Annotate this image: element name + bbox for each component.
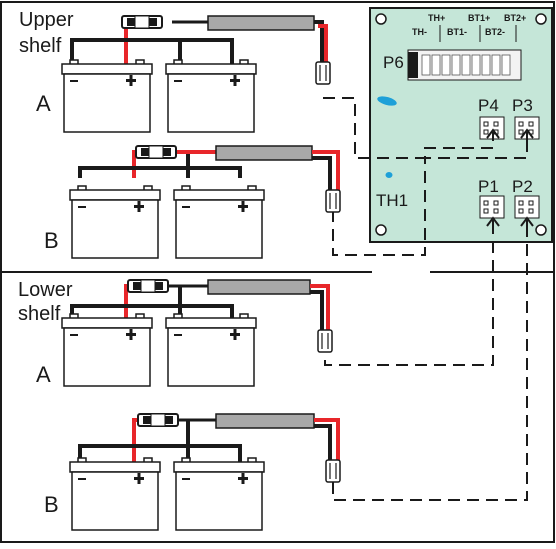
pin-th-plus-label: TH+: [428, 13, 445, 23]
blue-component: [377, 96, 397, 106]
upper-shelf-label-line2: shelf: [19, 35, 62, 57]
group-label-upper-a: A: [36, 91, 51, 116]
p2-label: P2: [512, 177, 533, 196]
lower-shelf-label-line1: Lower: [18, 279, 73, 301]
mount-hole-tl: [375, 13, 387, 25]
lower-shelf-label-line2: shelf: [18, 303, 61, 325]
pin-th-minus-label: TH-: [412, 27, 427, 37]
dashed-cables: [323, 97, 528, 501]
lower-shelf-b: [69, 413, 341, 531]
p4-label: P4: [478, 96, 499, 115]
battery-upper-b2: [173, 185, 265, 259]
p6-label: P6: [383, 53, 404, 72]
mount-hole-bl: [375, 224, 387, 236]
group-label-lower-b: B: [44, 492, 59, 517]
p3-label: P3: [512, 96, 533, 115]
pin-bt1-minus-label: BT1-: [447, 27, 467, 37]
battery-lower-b2: [173, 457, 265, 531]
upper-shelf-label-line1: Upper: [19, 9, 74, 31]
upper-shelf-b: [69, 145, 341, 259]
arrow-p2: [520, 216, 534, 228]
battery-upper-a2: [165, 59, 257, 133]
pin-bt1-plus-label: BT1+: [468, 13, 490, 23]
th1-sensor: [385, 172, 393, 178]
battery-lower-a1: [61, 313, 153, 387]
pin-bt2-minus-label: BT2-: [485, 27, 505, 37]
cable-lower-a: [324, 218, 494, 366]
mount-hole-br: [535, 224, 547, 236]
group-label-upper-b: B: [44, 228, 59, 253]
mount-hole-tr: [535, 13, 547, 25]
upper-shelf-a: [61, 15, 331, 133]
arrow-p1: [486, 216, 500, 228]
arrow-p4: [486, 128, 500, 140]
cable-lower-b: [332, 218, 528, 501]
p6-connector: [407, 49, 522, 81]
lower-shelf-a: [61, 279, 333, 387]
group-label-lower-a: A: [36, 362, 51, 387]
battery-lower-b1: [69, 457, 161, 531]
pin-bt2-plus-label: BT2+: [504, 13, 526, 23]
p2-jack: [514, 195, 540, 219]
th1-label: TH1: [376, 191, 408, 210]
battery-upper-a1: [61, 59, 153, 133]
p1-jack: [479, 195, 505, 219]
battery-lower-a2: [165, 313, 257, 387]
cable-arrows: [486, 128, 534, 228]
battery-upper-b1: [69, 185, 161, 259]
p1-label: P1: [478, 177, 499, 196]
control-board: P6 TH+ TH- BT1+ BT1- BT2+ BT2- TH1 P4 P3…: [369, 7, 553, 243]
arrow-p3: [520, 128, 534, 140]
